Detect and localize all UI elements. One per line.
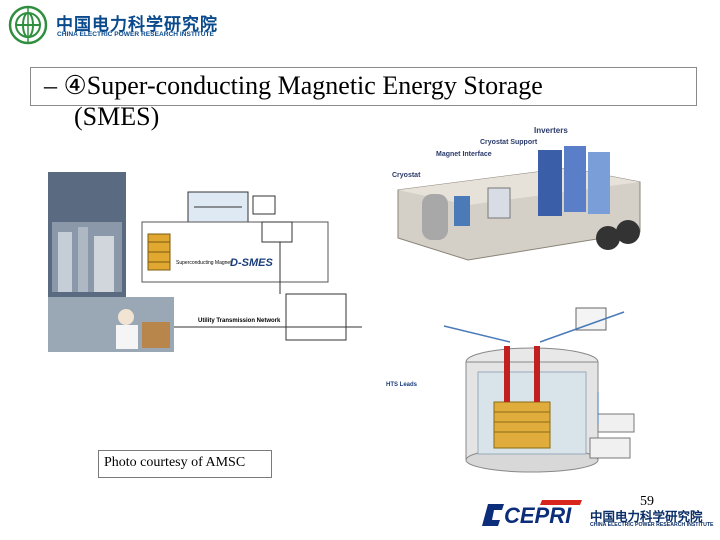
cryostat-cross-section-diagram: HTS Leads [384, 302, 654, 474]
photo-credit-box [98, 450, 272, 478]
org-name-cn: 中国电力科学研究院 [56, 15, 218, 35]
photo-credit: Photo courtesy of AMSC [104, 455, 246, 470]
hts-leads-label: HTS Leads [386, 382, 418, 388]
cepri-logo-text: CEPRI [504, 503, 572, 528]
title-box [30, 67, 697, 106]
cepri-footer-logo-icon: CEPRI [482, 500, 582, 528]
trailer-magnet-interface-label: Magnet Interface [436, 151, 492, 158]
footer-org-name-en: CHINA ELECTRIC POWER RESEARCH INSTITUTE [590, 522, 714, 528]
slide-title-line2: (SMES) [74, 102, 160, 131]
footer-org-name-cn: 中国电力科学研究院 [590, 509, 703, 524]
trailer-cryostat-label: Cryostat [392, 172, 421, 179]
org-name-en: CHINA ELECTRIC POWER RESEARCH INSTITUTE [57, 31, 214, 38]
network-label: Utility Transmission Network [198, 318, 281, 324]
dsmes-system-diagram: Superconducting Magnet D-SMES Utility Tr… [48, 172, 362, 352]
trailer-inverters-label: Inverters [534, 126, 568, 135]
slide-title-line1: – ④Super-conducting Magnetic Energy Stor… [44, 71, 543, 100]
cepri-globe-logo-icon [8, 5, 48, 45]
magnet-label: Superconducting Magnet [176, 260, 232, 266]
dsmes-label: D-SMES [230, 257, 273, 269]
smes-trailer-illustration: Inverters Cryostat Support Magnet Interf… [388, 120, 650, 280]
trailer-cryostat-support-label: Cryostat Support [480, 139, 538, 146]
page-number: 59 [640, 494, 654, 509]
